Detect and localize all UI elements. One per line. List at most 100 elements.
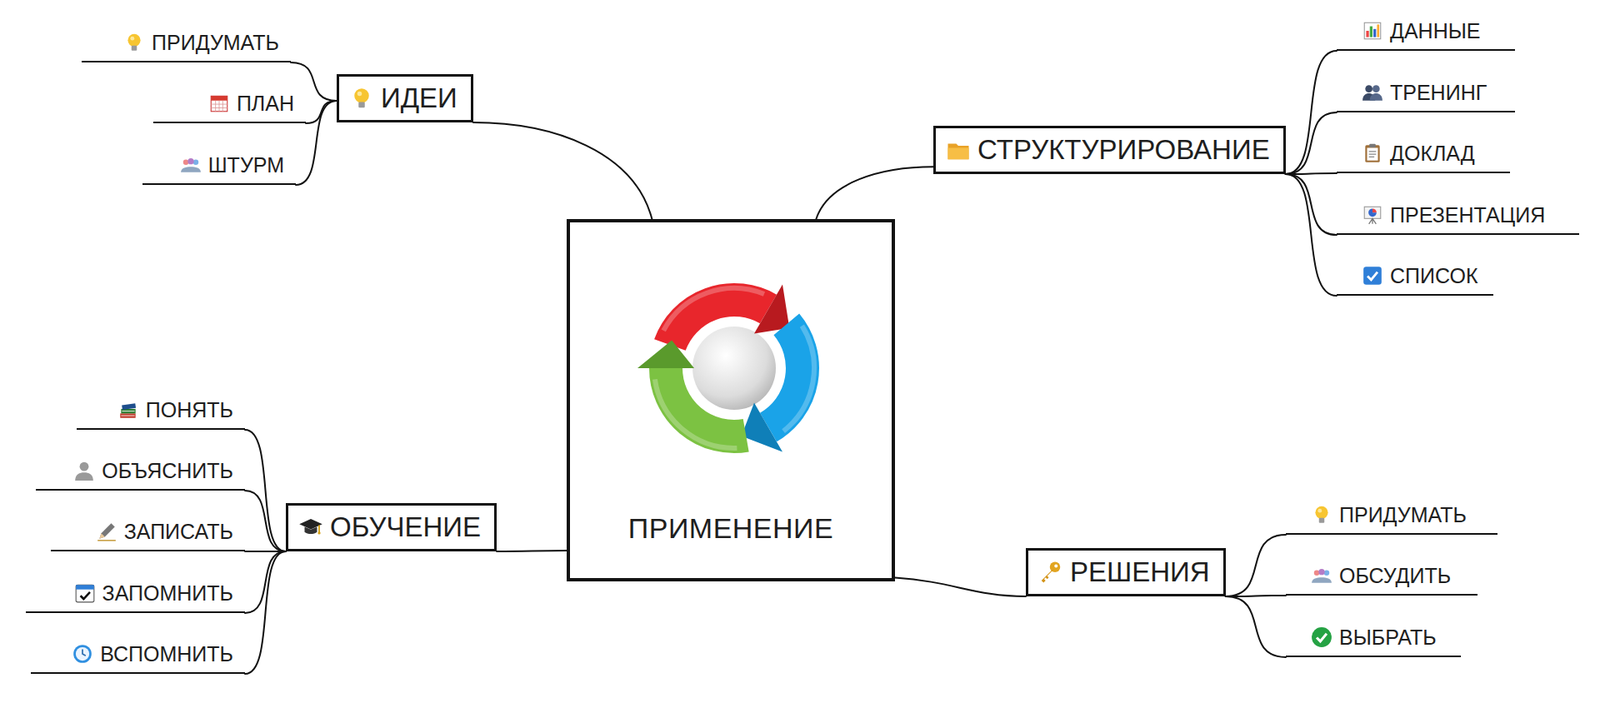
cycle-arrows-illustration [634, 268, 835, 469]
branch-connector [290, 62, 337, 101]
main-topic-box: РЕШЕНИЯ [1025, 548, 1226, 597]
branch-connector [473, 122, 653, 220]
icon-pencil [95, 520, 118, 543]
icon-pres [1361, 204, 1384, 226]
branch-connector [245, 430, 286, 552]
topic-icon [71, 643, 94, 665]
branch-connector [245, 551, 286, 675]
main-topic-box: ОБУЧЕНИЕ [285, 503, 497, 552]
icon-bulb [123, 31, 145, 54]
subtopic-line: ПРЕЗЕНТАЦИЯ [1336, 196, 1580, 235]
topic-label: ЗАПОМНИТЬ [102, 581, 234, 606]
topic-icon [1038, 560, 1064, 585]
topic-label: ЗАПИСАТЬ [124, 520, 234, 545]
subtopic-line: ТРЕНИНГ [1336, 74, 1515, 113]
topic-icon [1310, 504, 1333, 526]
topic-label: ПРИДУМАТЬ [1339, 503, 1467, 528]
topic-icon [298, 515, 324, 540]
topic-label: ПРИДУМАТЬ [151, 30, 280, 55]
subtopic-line: ОБЪЯСНИТЬ [35, 452, 245, 491]
topic-icon [1361, 20, 1384, 42]
icon-team [1361, 81, 1384, 104]
branch-connector [496, 550, 567, 552]
topic-label: ПЛАН [236, 91, 295, 116]
topic-label: ДОКЛАД [1390, 141, 1475, 166]
icon-cap [298, 515, 324, 540]
topic-icon [74, 582, 96, 605]
subtopic-line: ЗАПИСАТЬ [50, 513, 245, 552]
topic-icon [945, 137, 971, 163]
branch-connector [1285, 50, 1337, 175]
topic-icon [1361, 81, 1384, 104]
icon-clock [71, 643, 94, 665]
topic-label: СТРУКТУРИРОВАНИЕ [977, 134, 1270, 166]
icon-books [117, 399, 140, 421]
topic-label: ИДЕИ [380, 82, 458, 115]
subtopic-line: СПИСОК [1336, 257, 1494, 296]
icon-key [1038, 560, 1064, 585]
branch-connector [1225, 596, 1286, 658]
topic-icon [1361, 142, 1384, 165]
icon-clip [1361, 142, 1384, 165]
subtopic-line: ПРИДУМАТЬ [81, 24, 291, 63]
branch-connector [1225, 595, 1286, 597]
topic-icon [1361, 265, 1384, 287]
topic-icon [349, 85, 375, 111]
branch-connector [895, 578, 1026, 597]
topic-label: ПОНЯТЬ [145, 398, 234, 423]
branch-connector [1225, 535, 1286, 597]
topic-icon [1310, 565, 1333, 587]
subtopic-line: ПРИДУМАТЬ [1285, 496, 1498, 535]
branch-connector [245, 490, 286, 552]
topic-icon [180, 154, 202, 176]
topic-label: ОБУЧЕНИЕ [330, 511, 481, 544]
topic-icon [95, 520, 118, 543]
icon-calcheck [74, 582, 96, 605]
branch-connector [1285, 174, 1337, 296]
branch-connector [1285, 174, 1337, 235]
subtopic-line: ВСПОМНИТЬ [30, 635, 245, 675]
icon-people [180, 154, 202, 176]
topic-label: ОБСУДИТЬ [1339, 564, 1451, 589]
icon-bulb [349, 85, 375, 111]
main-topic-box: СТРУКТУРИРОВАНИЕ [933, 125, 1286, 175]
topic-icon [117, 399, 140, 421]
topic-icon [1361, 204, 1384, 226]
subtopic-line: ДАННЫЕ [1336, 12, 1515, 51]
branch-connector [815, 166, 934, 220]
icon-bulb [1310, 504, 1333, 526]
subtopic-line: ЗАПОМНИТЬ [25, 575, 245, 614]
topic-label: РЕШЕНИЯ [1070, 556, 1210, 589]
topic-icon [1310, 626, 1333, 649]
topic-label: ДАННЫЕ [1390, 19, 1481, 44]
subtopic-line: ПЛАН [153, 85, 306, 124]
topic-label: ПРЕЗЕНТАЦИЯ [1390, 203, 1545, 228]
topic-label: ВСПОМНИТЬ [100, 642, 234, 667]
topic-label: ВЫБРАТЬ [1339, 625, 1437, 650]
icon-people [1310, 565, 1333, 587]
topic-label: ОБЪЯСНИТЬ [101, 459, 234, 484]
icon-cal [208, 92, 230, 115]
subtopic-line: ВЫБРАТЬ [1285, 619, 1461, 658]
topic-icon [73, 460, 95, 482]
branch-connector [295, 100, 337, 185]
topic-icon [208, 92, 230, 115]
subtopic-line: ОБСУДИТЬ [1285, 557, 1478, 596]
topic-label: ТРЕНИНГ [1390, 80, 1487, 105]
main-topic-box: ИДЕИ [336, 74, 474, 123]
subtopic-line: ШТУРМ [142, 146, 296, 185]
icon-folder [945, 137, 971, 163]
subtopic-line: ДОКЛАД [1336, 135, 1510, 174]
icon-check [1361, 265, 1384, 287]
branch-connector [1285, 112, 1337, 175]
icon-person [73, 460, 95, 482]
central-topic: ПРИМЕНЕНИЕ [566, 219, 895, 582]
branch-connector [1285, 173, 1337, 175]
icon-gcheck [1310, 626, 1333, 649]
central-title: ПРИМЕНЕНИЕ [570, 512, 892, 545]
topic-label: СПИСОК [1390, 264, 1479, 289]
topic-label: ШТУРМ [208, 153, 285, 178]
icon-chart [1361, 20, 1384, 42]
topic-icon [123, 31, 145, 54]
